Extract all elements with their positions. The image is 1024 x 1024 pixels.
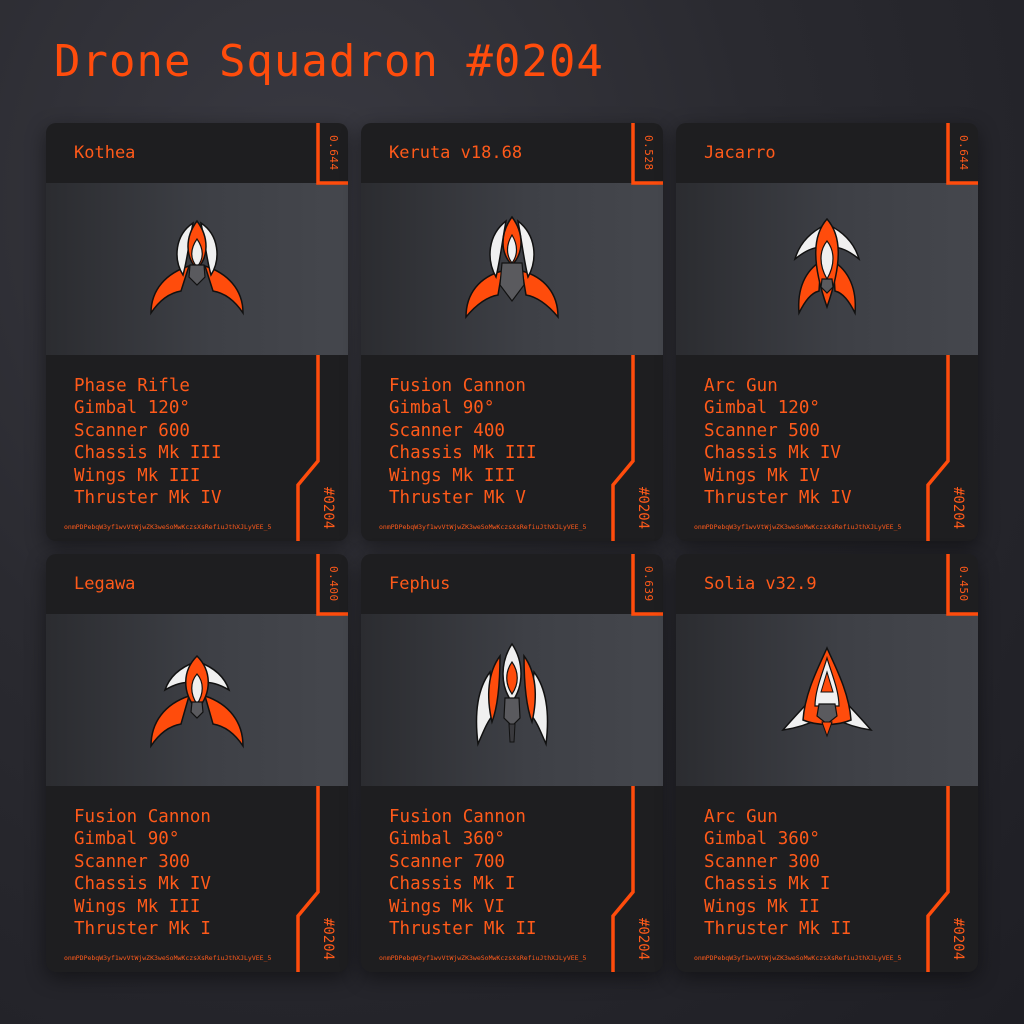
score-value: 0.400 bbox=[327, 566, 340, 602]
spec-list: Arc Gun Gimbal 360° Scanner 300 Chassis … bbox=[704, 806, 934, 940]
drone-name: Fephus bbox=[389, 574, 451, 594]
spec-scanner: Scanner 300 bbox=[704, 851, 820, 872]
card-header: Fephus bbox=[361, 554, 663, 614]
spec-scanner: Scanner 500 bbox=[704, 420, 820, 441]
spec-gimbal: Gimbal 360° bbox=[704, 829, 820, 850]
spec-thruster: Thruster Mk IV bbox=[704, 488, 852, 509]
spec-list: Phase Rifle Gimbal 120° Scanner 600 Chas… bbox=[74, 375, 304, 509]
spec-wings: Wings Mk IV bbox=[704, 465, 820, 486]
spec-chassis: Chassis Mk I bbox=[389, 874, 516, 895]
spec-scanner: Scanner 400 bbox=[389, 420, 505, 441]
spec-weapon: Phase Rifle bbox=[74, 376, 190, 396]
spec-thruster: Thruster Mk V bbox=[389, 488, 526, 509]
drone-ship-icon bbox=[150, 654, 244, 749]
spec-gimbal: Gimbal 360° bbox=[389, 829, 505, 850]
spec-gimbal: Gimbal 90° bbox=[389, 398, 495, 419]
spec-scanner: Scanner 300 bbox=[74, 851, 190, 872]
spec-wings: Wings Mk III bbox=[389, 465, 516, 486]
spec-chassis: Chassis Mk IV bbox=[704, 443, 841, 464]
drone-ship-icon bbox=[150, 219, 244, 316]
drone-ship-icon bbox=[793, 217, 861, 316]
score-value: 0.644 bbox=[957, 135, 970, 171]
spec-gimbal: Gimbal 120° bbox=[704, 398, 820, 419]
spec-list: Fusion Cannon Gimbal 90° Scanner 400 Cha… bbox=[389, 375, 619, 509]
spec-gimbal: Gimbal 120° bbox=[74, 398, 190, 419]
spec-list: Fusion Cannon Gimbal 360° Scanner 700 Ch… bbox=[389, 806, 619, 940]
drone-image bbox=[361, 183, 663, 355]
spec-chassis: Chassis Mk III bbox=[74, 443, 222, 464]
score-value: 0.450 bbox=[957, 566, 970, 602]
hash-string: onmPDPebqW3yf1wvVtWjwZK3weSoMwKczsXsRefi… bbox=[64, 523, 272, 531]
score-value: 0.528 bbox=[642, 135, 655, 171]
drone-ship-icon bbox=[781, 646, 873, 738]
card-header: Keruta v18.68 bbox=[361, 123, 663, 183]
spec-thruster: Thruster Mk I bbox=[74, 919, 211, 940]
spec-chassis: Chassis Mk III bbox=[389, 443, 537, 464]
drone-name: Keruta v18.68 bbox=[389, 143, 523, 163]
squad-id: #0204 bbox=[635, 486, 651, 529]
score-value: 0.639 bbox=[642, 566, 655, 602]
spec-thruster: Thruster Mk IV bbox=[74, 488, 222, 509]
spec-thruster: Thruster Mk II bbox=[389, 919, 537, 940]
drone-image bbox=[46, 614, 348, 786]
spec-thruster: Thruster Mk II bbox=[704, 919, 852, 940]
spec-weapon: Fusion Cannon bbox=[389, 376, 526, 396]
score-value: 0.644 bbox=[327, 135, 340, 171]
hash-string: onmPDPebqW3yf1wvVtWjwZK3weSoMwKczsXsRefi… bbox=[694, 954, 902, 962]
drone-name: Legawa bbox=[74, 574, 136, 594]
spec-wings: Wings Mk III bbox=[74, 465, 201, 486]
drone-image bbox=[361, 614, 663, 786]
card-header: Legawa bbox=[46, 554, 348, 614]
spec-weapon: Fusion Cannon bbox=[389, 807, 526, 827]
drone-image bbox=[46, 183, 348, 355]
squad-id: #0204 bbox=[320, 917, 336, 960]
squad-id: #0204 bbox=[635, 917, 651, 960]
spec-wings: Wings Mk III bbox=[74, 896, 201, 917]
squad-id: #0204 bbox=[950, 486, 966, 529]
drone-name: Kothea bbox=[74, 143, 136, 163]
spec-gimbal: Gimbal 90° bbox=[74, 829, 180, 850]
spec-list: Arc Gun Gimbal 120° Scanner 500 Chassis … bbox=[704, 375, 934, 509]
drone-name: Solia v32.9 bbox=[704, 574, 817, 594]
hash-string: onmPDPebqW3yf1wvVtWjwZK3weSoMwKczsXsRefi… bbox=[379, 954, 587, 962]
spec-wings: Wings Mk II bbox=[704, 896, 820, 917]
spec-wings: Wings Mk VI bbox=[389, 896, 505, 917]
spec-weapon: Arc Gun bbox=[704, 376, 778, 396]
hash-string: onmPDPebqW3yf1wvVtWjwZK3weSoMwKczsXsRefi… bbox=[379, 523, 587, 531]
drone-ship-icon bbox=[465, 215, 559, 320]
page-title: Drone Squadron #0204 bbox=[54, 36, 604, 87]
drone-image bbox=[676, 614, 978, 786]
drone-card[interactable]: Solia v32.9 Arc Gun Gimbal 360° Scanner … bbox=[676, 554, 978, 972]
drone-card[interactable]: Legawa Fusion Cannon Gimbal 90° Scanner … bbox=[46, 554, 348, 972]
spec-weapon: Fusion Cannon bbox=[74, 807, 211, 827]
card-header: Kothea bbox=[46, 123, 348, 183]
drone-card[interactable]: Kothea Phase Rifle Gimbal 120° Scanner 6… bbox=[46, 123, 348, 541]
hash-string: onmPDPebqW3yf1wvVtWjwZK3weSoMwKczsXsRefi… bbox=[64, 954, 272, 962]
spec-chassis: Chassis Mk I bbox=[704, 874, 831, 895]
spec-scanner: Scanner 600 bbox=[74, 420, 190, 441]
drone-card[interactable]: Jacarro Arc Gun Gimbal 120° Scanner 500 … bbox=[676, 123, 978, 541]
drone-image bbox=[676, 183, 978, 355]
squad-id: #0204 bbox=[320, 486, 336, 529]
drone-ship-icon bbox=[475, 642, 549, 747]
card-header: Solia v32.9 bbox=[676, 554, 978, 614]
squad-id: #0204 bbox=[950, 917, 966, 960]
drone-card[interactable]: Keruta v18.68 Fusion Cannon Gimbal 90° S… bbox=[361, 123, 663, 541]
spec-weapon: Arc Gun bbox=[704, 807, 778, 827]
spec-list: Fusion Cannon Gimbal 90° Scanner 300 Cha… bbox=[74, 806, 304, 940]
drone-name: Jacarro bbox=[704, 143, 776, 163]
card-header: Jacarro bbox=[676, 123, 978, 183]
spec-chassis: Chassis Mk IV bbox=[74, 874, 211, 895]
spec-scanner: Scanner 700 bbox=[389, 851, 505, 872]
hash-string: onmPDPebqW3yf1wvVtWjwZK3weSoMwKczsXsRefi… bbox=[694, 523, 902, 531]
drone-card[interactable]: Fephus Fusion Cannon Gimbal 360° Scanner… bbox=[361, 554, 663, 972]
